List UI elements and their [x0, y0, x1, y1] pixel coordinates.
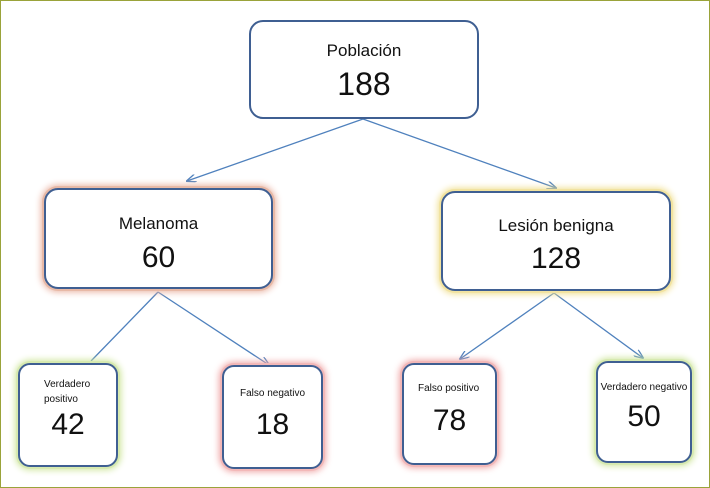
- node-falso-positivo: Falso positivo 78: [402, 363, 497, 465]
- node-melanoma-label: Melanoma: [118, 214, 199, 233]
- node-melanoma-value: 60: [141, 241, 176, 274]
- node-verdadero-negativo-value: 50: [627, 400, 661, 433]
- node-falso-negativo-label: Falso negativo: [239, 388, 306, 399]
- label-line-1: Verdadero: [44, 379, 91, 390]
- node-falso-negativo: Falso negativo 18: [222, 365, 323, 469]
- node-falso-positivo-label: Falso positivo: [418, 383, 480, 394]
- node-lesion-benigna-label: Lesión benigna: [498, 216, 614, 235]
- node-verdadero-positivo-label: Verdadero positivo: [24, 377, 90, 407]
- connector-melanoma-vp: [90, 291, 159, 362]
- node-falso-negativo-value: 18: [255, 408, 290, 441]
- connector-benigna-fp: [460, 292, 555, 359]
- node-poblacion: Población 188: [249, 20, 479, 119]
- node-verdadero-positivo: Verdadero positivo 42: [18, 363, 118, 467]
- connector-melanoma-fn: [157, 291, 269, 365]
- node-falso-positivo-value: 78: [432, 404, 467, 437]
- label-line-2: positivo: [44, 394, 78, 405]
- connector-benigna-vn: [553, 292, 643, 358]
- node-poblacion-label: Población: [326, 41, 402, 60]
- node-verdadero-positivo-value: 42: [51, 408, 85, 441]
- node-melanoma: Melanoma 60: [44, 188, 273, 289]
- node-verdadero-negativo: Verdadero negativo 50: [596, 361, 692, 463]
- node-poblacion-value: 188: [337, 66, 391, 102]
- node-lesion-benigna-value: 128: [530, 242, 582, 275]
- node-lesion-benigna: Lesión benigna 128: [441, 191, 671, 291]
- connector-root-melanoma: [187, 118, 364, 181]
- connector-root-benigna: [362, 118, 556, 188]
- node-verdadero-negativo-label: Verdadero negativo: [600, 382, 688, 393]
